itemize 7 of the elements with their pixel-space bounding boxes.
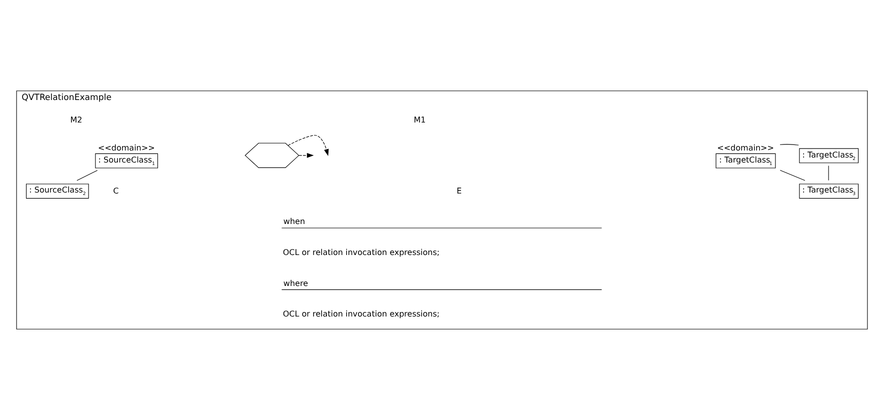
connector <box>828 165 829 181</box>
connector <box>76 170 98 181</box>
connector <box>780 170 806 181</box>
arrow <box>298 153 314 158</box>
node-hexagon <box>244 142 300 168</box>
connector <box>780 144 799 146</box>
arrow <box>288 134 329 156</box>
